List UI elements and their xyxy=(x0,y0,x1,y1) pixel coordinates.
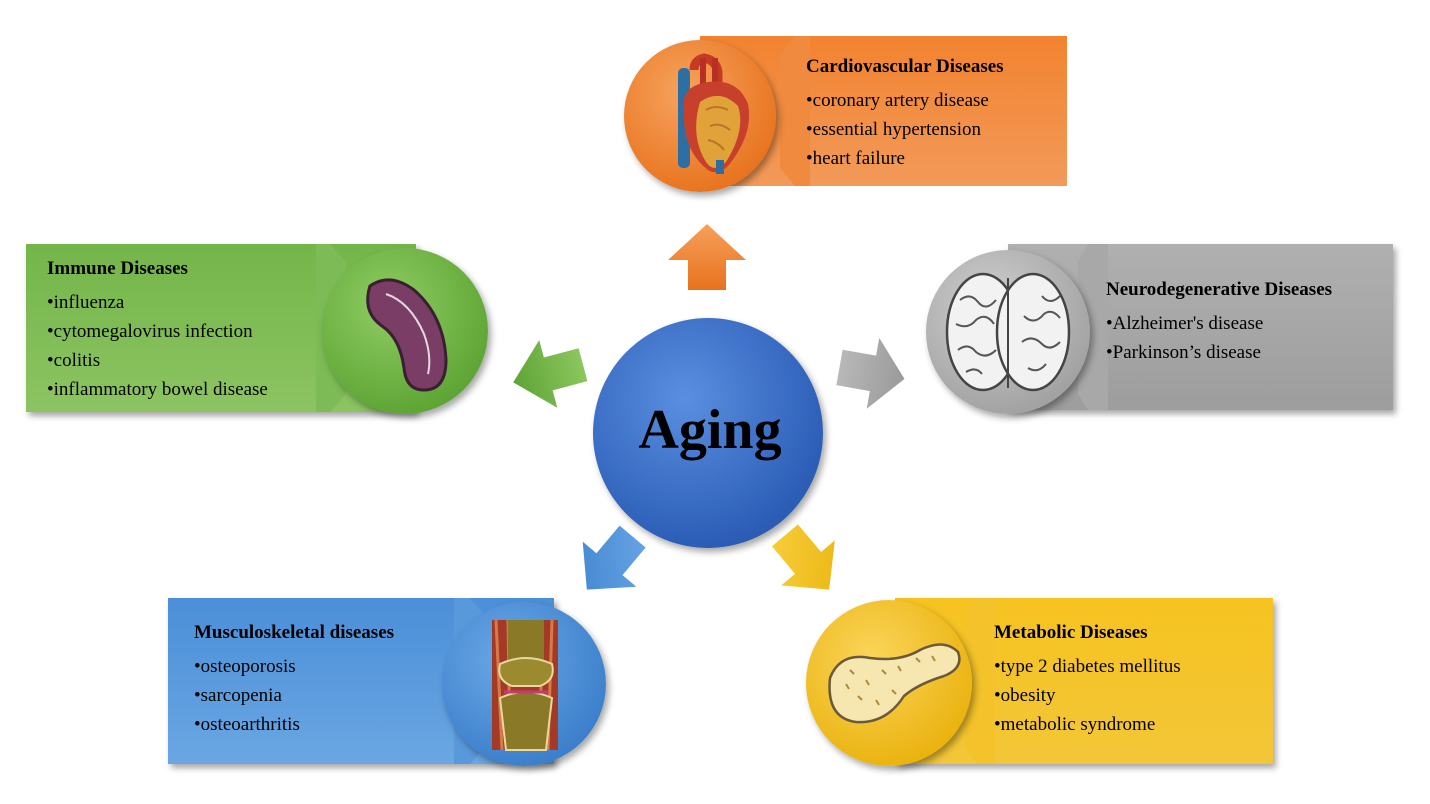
pancreas-icon xyxy=(828,643,961,724)
cardiovascular-text: Cardiovascular Diseases •coronary artery… xyxy=(806,56,1004,173)
list-item: •osteoporosis xyxy=(194,656,296,677)
center-circle xyxy=(593,318,823,548)
arrow-left-icon xyxy=(513,340,588,408)
cardiovascular-box-notch xyxy=(780,36,810,186)
neurodegenerative-title: Neurodegenerative Diseases xyxy=(1106,279,1333,300)
list-item: •obesity xyxy=(994,685,1056,706)
musculoskeletal-text: Musculoskeletal diseases •osteoporosis •… xyxy=(194,622,394,739)
list-item: •colitis xyxy=(47,350,101,371)
metabolic-box-notch xyxy=(965,598,995,764)
musculoskeletal-circle xyxy=(442,602,606,766)
immune-title: Immune Diseases xyxy=(47,258,188,279)
list-item: •Alzheimer's disease xyxy=(1106,313,1264,334)
neurodegenerative-box-notch xyxy=(1078,244,1108,410)
list-item: •influenza xyxy=(47,292,125,313)
list-item: •coronary artery disease xyxy=(806,90,989,111)
arrow-up-icon xyxy=(668,224,746,290)
musculoskeletal-title: Musculoskeletal diseases xyxy=(194,622,395,643)
immune-circle xyxy=(322,248,488,414)
neurodegenerative-circle xyxy=(926,250,1090,414)
arrow-down-left-icon xyxy=(582,525,646,590)
list-item: •osteoarthritis xyxy=(194,714,300,735)
cardiovascular-title: Cardiovascular Diseases xyxy=(806,56,1004,77)
arrow-down-right-icon xyxy=(771,524,835,590)
arrow-right-icon xyxy=(836,337,905,409)
metabolic-text: Metabolic Diseases •type 2 diabetes mell… xyxy=(994,622,1181,739)
metabolic-circle xyxy=(806,600,972,766)
list-item: •inflammatory bowel disease xyxy=(47,379,268,400)
list-item: •cytomegalovirus infection xyxy=(47,321,253,342)
list-item: •type 2 diabetes mellitus xyxy=(994,656,1181,677)
list-item: •heart failure xyxy=(806,148,905,169)
immune-text: Immune Diseases •influenza •cytomegalovi… xyxy=(47,258,268,404)
joint-icon xyxy=(492,619,558,751)
list-item: •Parkinson’s disease xyxy=(1106,342,1261,363)
heart-icon xyxy=(678,53,750,174)
list-item: •metabolic syndrome xyxy=(994,714,1156,735)
center-label: Aging xyxy=(638,399,782,461)
list-item: •essential hypertension xyxy=(806,119,981,140)
neurodegenerative-text: Neurodegenerative Diseases •Alzheimer's … xyxy=(1106,279,1332,367)
list-item: •sarcopenia xyxy=(194,685,282,706)
cardiovascular-circle xyxy=(624,40,776,192)
spleen-icon xyxy=(366,278,448,392)
metabolic-title: Metabolic Diseases xyxy=(994,622,1148,643)
brain-icon xyxy=(945,272,1071,392)
